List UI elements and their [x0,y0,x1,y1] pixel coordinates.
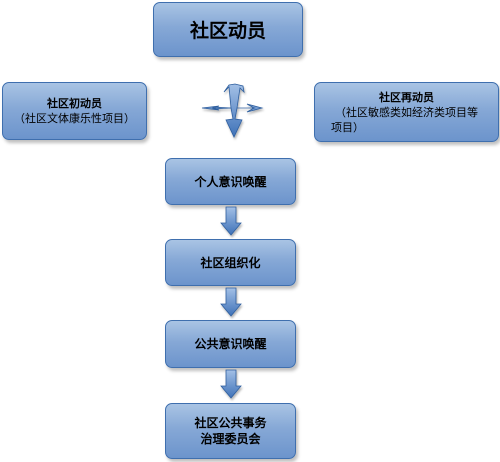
public-awareness-node: 公共意识唤醒 [165,320,296,368]
community-mobilization-node: 社区动员 [153,2,303,57]
public-awareness-label: 公共意识唤醒 [194,337,267,351]
initial-mobilization-node: 社区初动员 （社区文体康乐性项目） [2,82,147,140]
re-mobilization-title: 社区再动员 [379,90,434,104]
public-affairs-committee-node: 社区公共事务 治理委员会 [165,403,296,459]
re-mobilization-node: 社区再动员 （社区敏感类如经济类项目等 项目） [314,82,499,142]
individual-awareness-node: 个人意识唤醒 [165,158,296,205]
initial-mobilization-title: 社区初动员 [47,97,102,110]
initial-mobilization-subtitle: （社区文体康乐性项目） [14,112,135,125]
three-way-split-arrow-icon [201,83,264,138]
individual-awareness-label: 个人意识唤醒 [194,174,267,189]
public-affairs-committee-line2: 治理委员会 [200,432,261,446]
down-arrow-icon [220,206,242,236]
community-organization-label: 社区组织化 [200,255,261,270]
re-mobilization-subtitle-line2: 项目） [331,120,364,134]
down-arrow-icon [220,369,242,399]
public-affairs-committee-line1: 社区公共事务 [194,416,267,430]
re-mobilization-subtitle-line1: （社区敏感类如经济类项目等 [335,105,478,119]
community-organization-node: 社区组织化 [165,239,296,286]
down-arrow-icon [220,287,242,317]
community-mobilization-label: 社区动员 [189,20,266,42]
